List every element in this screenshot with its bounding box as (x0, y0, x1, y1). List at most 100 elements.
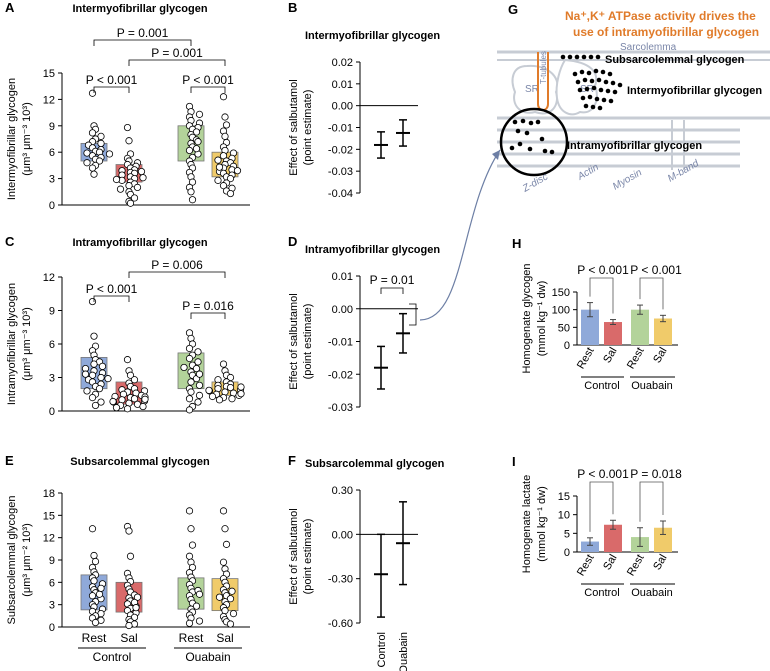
F-y-tick-label: 0.30 (332, 485, 353, 497)
E-y-tick-label: 6 (49, 577, 55, 589)
panel-letter-H: H (512, 236, 521, 251)
glycogen-dot (584, 86, 590, 92)
sarcolemma-label: Sarcolemma (620, 42, 677, 53)
glycogen-dot (580, 95, 586, 101)
E-point (185, 507, 194, 515)
H-x-label-2: Rest (625, 346, 647, 372)
connector-arrowhead (492, 150, 500, 160)
I-bar-1 (604, 524, 622, 552)
glycogen-dot (598, 87, 604, 93)
A-point (125, 182, 133, 190)
glycogen-dot (612, 89, 618, 95)
C-point (219, 360, 228, 368)
I-y-label: Homogenate lactate (521, 475, 533, 573)
panel-letter-D: D (288, 234, 297, 249)
A-point (126, 199, 135, 207)
F-title: Subsarcolemmal glycogen (305, 458, 445, 470)
E-point (226, 595, 235, 603)
A-sig-3-bracket (190, 86, 226, 93)
glycogen-dot (597, 105, 603, 111)
E-y-tick-label: 9 (49, 555, 55, 567)
glycogen-dot (517, 141, 523, 147)
A-point (125, 137, 133, 145)
C-point (194, 398, 202, 406)
D-y-label-2: (point estimate) (302, 304, 314, 380)
C-point (195, 370, 204, 378)
E-y-label: Subsarcolemmal glycogen (6, 495, 18, 624)
E-point (126, 552, 135, 560)
H-y-unit: (mmol kg⁻¹ dw) (536, 281, 548, 356)
A-point (137, 167, 146, 176)
A-sig-1-label: P = 0.001 (151, 46, 203, 60)
E-point (185, 619, 194, 627)
C-point (185, 406, 194, 414)
E-point (91, 557, 100, 566)
E-x-cond-label: Sal (120, 631, 137, 645)
glycogen-dot (583, 103, 589, 109)
myosin-label: Myosin (611, 167, 644, 193)
A-y-tick-label: 12 (43, 94, 55, 106)
C-point (195, 391, 204, 399)
glycogen-dot (608, 98, 614, 104)
A-point (215, 163, 224, 171)
E-point (125, 527, 133, 535)
E-x-cond-label: Sal (216, 631, 233, 645)
H-bar-0 (581, 309, 599, 345)
H-y-label: Homogenate glycogen (521, 263, 533, 373)
H-bar-3 (654, 318, 672, 345)
E-y-unit: (μm³ μm⁻² 10³) (21, 523, 33, 596)
A-point (221, 113, 229, 121)
E-point (132, 604, 140, 612)
H-bar-2 (631, 309, 649, 345)
glycogen-dot (575, 79, 581, 85)
C-point (237, 383, 245, 391)
A-point (219, 182, 228, 190)
C-point (208, 392, 217, 401)
H-y-tick-label: 150 (552, 287, 570, 299)
A-point (112, 175, 121, 184)
C-point (97, 373, 105, 382)
I-bar-0 (581, 541, 599, 552)
panel-letter-I: I (512, 454, 516, 469)
E-y-tick-label: 0 (49, 622, 55, 634)
C-point (194, 348, 202, 356)
panel-letter-G: G (508, 2, 518, 17)
C-sig-2-label: P = 0.016 (182, 299, 234, 313)
E-point (219, 507, 228, 515)
F-y-tick-label: -0.30 (328, 574, 353, 586)
E-group-label-1: Ouabain (185, 650, 230, 664)
glycogen-dot (549, 149, 555, 155)
glycogen-dot (600, 69, 606, 75)
A-point (185, 146, 194, 155)
glycogen-dot (567, 54, 573, 60)
E-x-cond-label: Rest (179, 631, 204, 645)
E-point (195, 617, 204, 625)
C-y-unit: (μm³ μm⁻³ 10³) (21, 307, 33, 380)
A-point (233, 167, 242, 175)
A-sig-0-label: P = 0.001 (117, 26, 169, 40)
H-sig-bracket-1 (639, 277, 664, 310)
C-point (192, 364, 201, 373)
C-sig-0-bracket (128, 271, 226, 278)
A-point (116, 185, 125, 193)
C-y-tick-label: 9 (49, 306, 55, 318)
A-sig-1-bracket (128, 59, 226, 66)
A-point (97, 139, 105, 147)
E-y-tick-label: 18 (43, 488, 55, 500)
C-point (226, 383, 235, 392)
I-sig-bracket-1 (639, 481, 664, 522)
connector-arrow (419, 149, 501, 321)
A-point (221, 132, 229, 140)
E-point (222, 540, 231, 548)
F-y-label-2: (point estimate) (302, 519, 314, 595)
E-point (90, 577, 98, 585)
D-y-tick-label: 0.00 (332, 304, 353, 316)
A-point (133, 183, 142, 191)
D-side-bracket (409, 303, 417, 326)
I-sig-label-1: P = 0.018 (630, 467, 682, 481)
H-sig-label-1: P < 0.001 (630, 263, 682, 277)
E-x-cond-label: Rest (82, 631, 107, 645)
E-point (90, 551, 98, 560)
A-point (88, 89, 97, 97)
C-point (215, 396, 224, 404)
